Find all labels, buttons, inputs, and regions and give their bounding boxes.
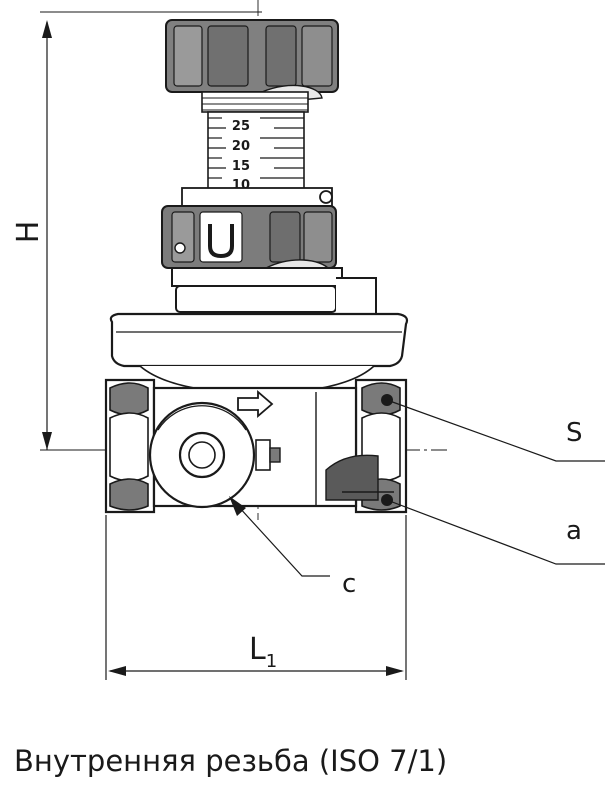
valve-neck <box>171 267 377 319</box>
scale-tick-label: 15 <box>232 159 250 174</box>
locking-nut <box>161 205 337 273</box>
scale-collar <box>181 187 333 207</box>
length-dimension <box>105 515 407 680</box>
length-label: L1 <box>249 632 277 672</box>
scale-tick-label: 25 <box>232 119 250 134</box>
flow-direction-arrow <box>237 390 274 418</box>
scale-tick-label: 20 <box>232 139 250 154</box>
stem-threads <box>201 91 309 113</box>
callout-c-marker <box>229 496 330 577</box>
callout-a-marker <box>381 494 605 565</box>
callout-s-label: S <box>566 418 583 448</box>
callout-s-marker <box>381 394 605 462</box>
handwheel <box>165 19 339 101</box>
callout-c-label: c <box>342 569 356 599</box>
callout-a-label: a <box>566 516 582 546</box>
height-label: H <box>11 221 46 244</box>
presetting-scale <box>207 111 305 191</box>
diagram-caption: Внутренняя резьба (ISO 7/1) <box>14 744 448 778</box>
drain-valve-c <box>148 401 281 509</box>
